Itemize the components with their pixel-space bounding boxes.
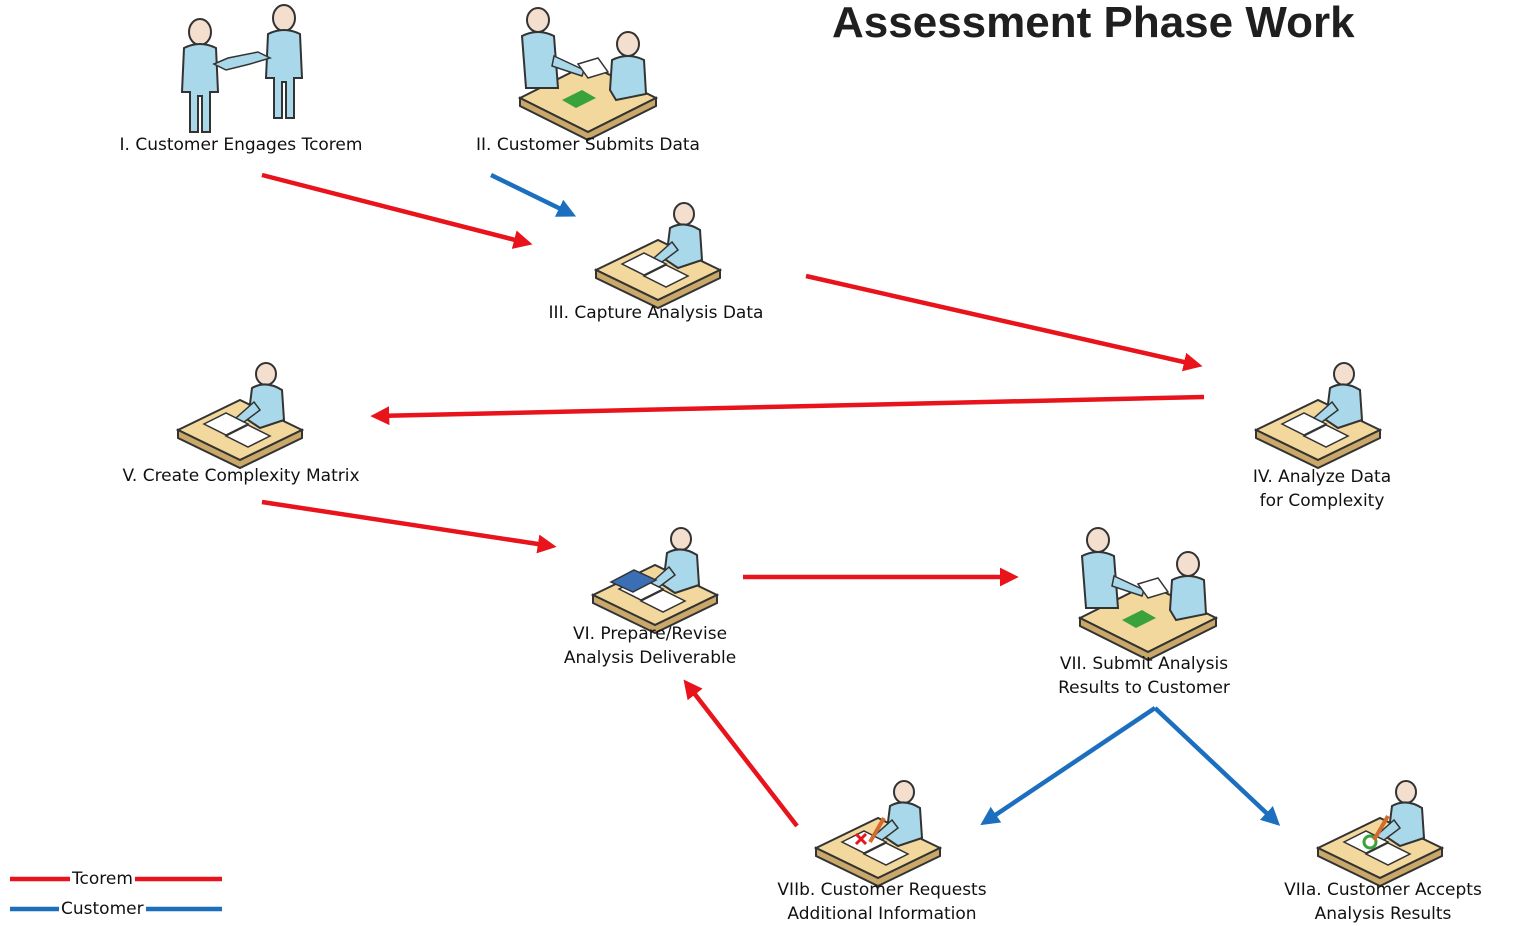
step-label-iii: III. Capture Analysis Data bbox=[548, 303, 764, 323]
step-label-vii: VII. Submit Analysis Results to Customer bbox=[1058, 654, 1230, 698]
desk-worker-icon bbox=[595, 202, 721, 309]
step-label-ii: II. Customer Submits Data bbox=[476, 135, 700, 155]
connectors bbox=[261, 172, 1281, 828]
arrow-iv-to-v bbox=[370, 394, 1205, 426]
legend-label-tcorem: Tcorem bbox=[70, 869, 135, 889]
legend-label-customer: Customer bbox=[59, 899, 146, 919]
arrow-vii-to-viib bbox=[980, 706, 1157, 826]
desk-reject-icon bbox=[815, 780, 941, 887]
step-label-vi: VI. Prepare/Revise Analysis Deliverable bbox=[563, 624, 737, 668]
meeting-icon bbox=[1079, 527, 1217, 661]
step-label-iv: IV. Analyze Data for Complexity bbox=[1252, 467, 1392, 511]
handshake-icon bbox=[181, 4, 303, 133]
step-label-viib: VIIb. Customer Requests Additional Infor… bbox=[777, 880, 987, 924]
desk-worker-icon bbox=[592, 527, 718, 634]
arrow-v-to-vi bbox=[261, 499, 557, 554]
arrow-viib-to-vi bbox=[683, 679, 799, 828]
arrow-ii-to-iii bbox=[490, 172, 577, 217]
arrow-vii-to-viia bbox=[1153, 706, 1281, 826]
step-label-v: V. Create Complexity Matrix bbox=[122, 466, 360, 486]
meeting-icon bbox=[519, 7, 657, 141]
step-label-i: I. Customer Engages Tcorem bbox=[119, 135, 363, 155]
desk-accept-icon bbox=[1317, 780, 1443, 887]
desk-worker-icon bbox=[177, 362, 303, 469]
diagram-title: Assessment Phase Work bbox=[832, 0, 1355, 47]
arrow-iii-to-iv bbox=[805, 273, 1203, 372]
arrow-i-to-iii bbox=[261, 172, 533, 249]
desk-worker-icon bbox=[1255, 362, 1381, 469]
step-label-viia: VIIa. Customer Accepts Analysis Results bbox=[1284, 880, 1482, 924]
